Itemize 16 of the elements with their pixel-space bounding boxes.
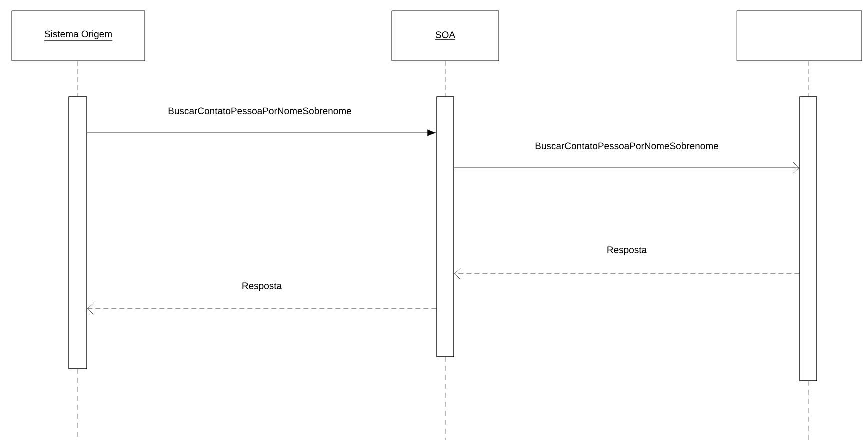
participant-box (736, 10, 862, 62)
edge-label: Resposta (608, 246, 648, 256)
edge-label: Resposta (242, 282, 282, 292)
activation-bar (800, 96, 818, 382)
lifeline (808, 61, 809, 97)
lifeline (445, 61, 446, 97)
message-arrow (454, 162, 800, 174)
edge-label: BuscarContatoPessoaPorNomeSobrenome (168, 108, 352, 114)
message-arrow (454, 268, 800, 280)
edge-label: BuscarContatoPessoaPorNomeSobrenome (536, 142, 718, 150)
message-arrow (87, 303, 437, 315)
participant-box: Sistema Origem (12, 10, 146, 62)
activation-bar (436, 96, 454, 358)
activation-bar (68, 96, 88, 370)
participant-box: SOA (392, 10, 500, 62)
message-arrow (87, 130, 436, 136)
